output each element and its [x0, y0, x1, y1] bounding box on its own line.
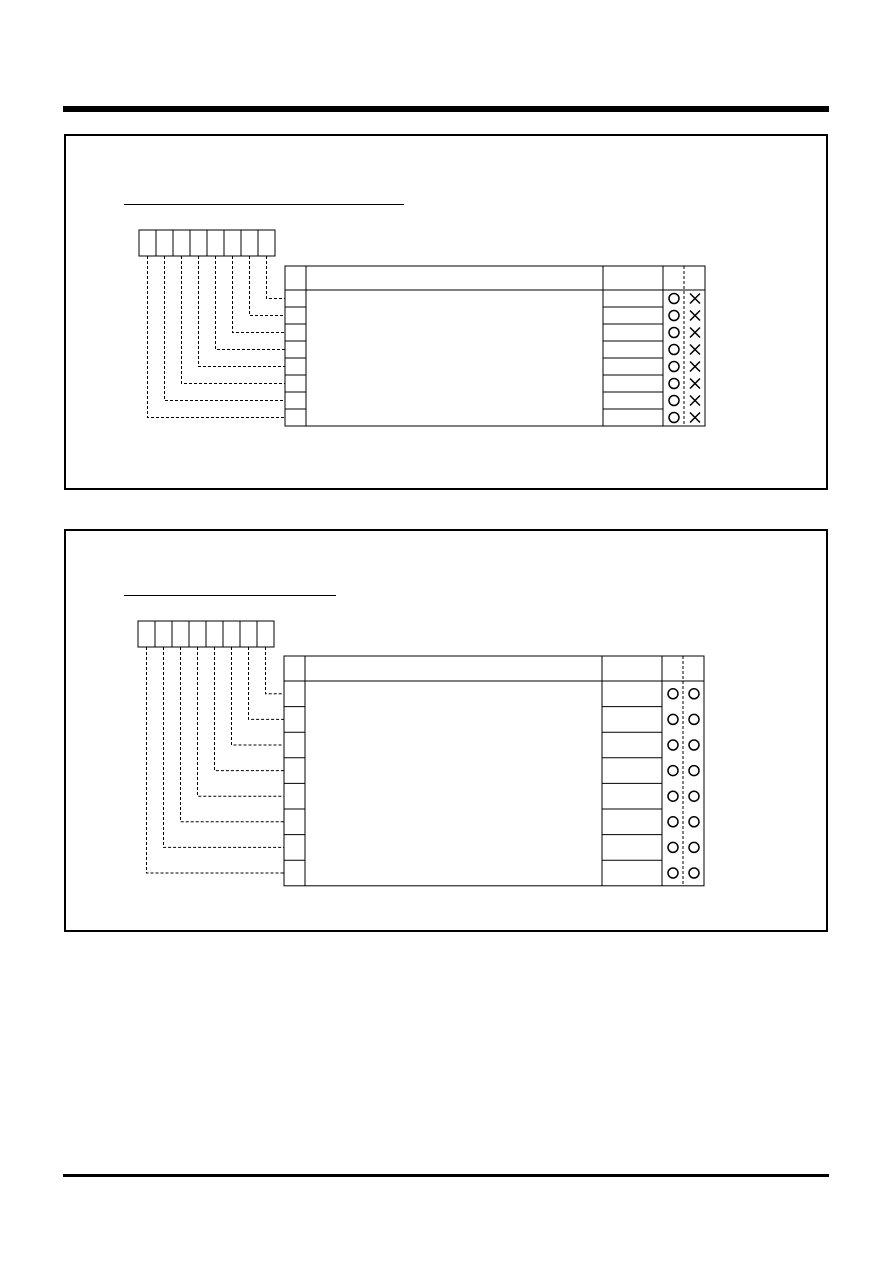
register-2-access-circle-mark: [667, 790, 679, 802]
register-panel-1: [64, 134, 828, 490]
register-1-diagram: [138, 229, 706, 427]
register-1-access-cross-mark: [689, 343, 701, 356]
register-2-leader-line: [180, 647, 284, 823]
register-2-access-circle-mark: [688, 816, 700, 828]
register-2-leader-line: [248, 647, 284, 720]
register-1-access-circle-mark: [668, 360, 680, 373]
register-2-access-circle-mark: [667, 713, 679, 726]
register-2-access-circle-mark: [688, 688, 700, 700]
register-2-leader-line: [231, 647, 284, 746]
register-1-leader-line: [181, 256, 285, 384]
register-1-table-frame: [284, 265, 706, 427]
register-1-leader-line: [215, 256, 285, 350]
register-2-access-circle-mark: [688, 841, 700, 854]
register-2-access-circle-mark: [667, 867, 679, 879]
register-1-bit-box: [257, 229, 276, 257]
register-2-leader-line: [146, 647, 284, 874]
register-1-leader-line: [232, 256, 285, 333]
register-1-access-circle-mark: [668, 343, 680, 356]
register-1-bit-box: [189, 229, 208, 257]
register-1-leader-line: [249, 256, 285, 316]
register-2-leader-line: [163, 647, 284, 848]
register-2-bit-box: [239, 620, 258, 648]
register-1-access-cross-mark: [689, 309, 701, 322]
register-2-bit-box: [154, 620, 173, 648]
register-1-access-circle-mark: [668, 292, 680, 305]
register-1-bit-box: [138, 229, 157, 257]
register-2-access-circle-mark: [667, 688, 679, 700]
register-2-access-circle-mark: [688, 790, 700, 802]
register-2-bit-box: [188, 620, 207, 648]
register-2-access-circle-mark: [667, 816, 679, 828]
register-1-bit-box: [206, 229, 225, 257]
register-2-access-circle-mark: [667, 764, 679, 777]
register-2-diagram: [137, 620, 705, 887]
register-1-leader-line: [198, 256, 285, 367]
register-2-leader-line: [214, 647, 284, 772]
register-panel-2: [64, 529, 828, 932]
register-1-access-circle-mark: [668, 309, 680, 322]
register-2-bit-box: [137, 620, 156, 648]
register-2-access-circle-mark: [688, 764, 700, 777]
register-1-leader-line: [266, 256, 285, 299]
header-rule: [63, 106, 829, 112]
register-2-access-circle-mark: [688, 713, 700, 726]
register-2-bit-box: [205, 620, 224, 648]
register-1-access-cross-mark: [689, 326, 701, 339]
register-1-access-cross-mark: [689, 360, 701, 373]
register-1-access-cross-mark: [689, 394, 701, 407]
register-1-bit-box: [223, 229, 242, 257]
register-1-leader-line: [147, 256, 285, 418]
register-2-access-circle-mark: [667, 739, 679, 751]
register-1-access-cross-mark: [689, 411, 701, 424]
register-2-access-circle-mark: [688, 867, 700, 879]
register-1-access-circle-mark: [668, 394, 680, 407]
register-1-access-cross-mark: [689, 292, 701, 305]
register-1-bit-box: [172, 229, 191, 257]
register-2-leader-line: [197, 647, 284, 797]
register-2-access-circle-mark: [667, 841, 679, 854]
register-1-bit-box: [155, 229, 174, 257]
register-1-access-cross-mark: [689, 377, 701, 390]
footer-rule: [63, 1174, 829, 1177]
register-2-bit-box: [222, 620, 241, 648]
register-2-table-frame: [283, 655, 705, 887]
register-2-caption-underline: [124, 595, 336, 596]
register-2-access-circle-mark: [688, 739, 700, 751]
register-2-bit-box: [171, 620, 190, 648]
register-1-access-circle-mark: [668, 326, 680, 339]
register-2-bit-box: [256, 620, 275, 648]
register-2-leader-line: [265, 647, 284, 695]
register-1-bit-box: [240, 229, 259, 257]
register-1-access-circle-mark: [668, 377, 680, 390]
register-1-access-circle-mark: [668, 411, 680, 424]
register-1-caption-underline: [124, 204, 404, 205]
